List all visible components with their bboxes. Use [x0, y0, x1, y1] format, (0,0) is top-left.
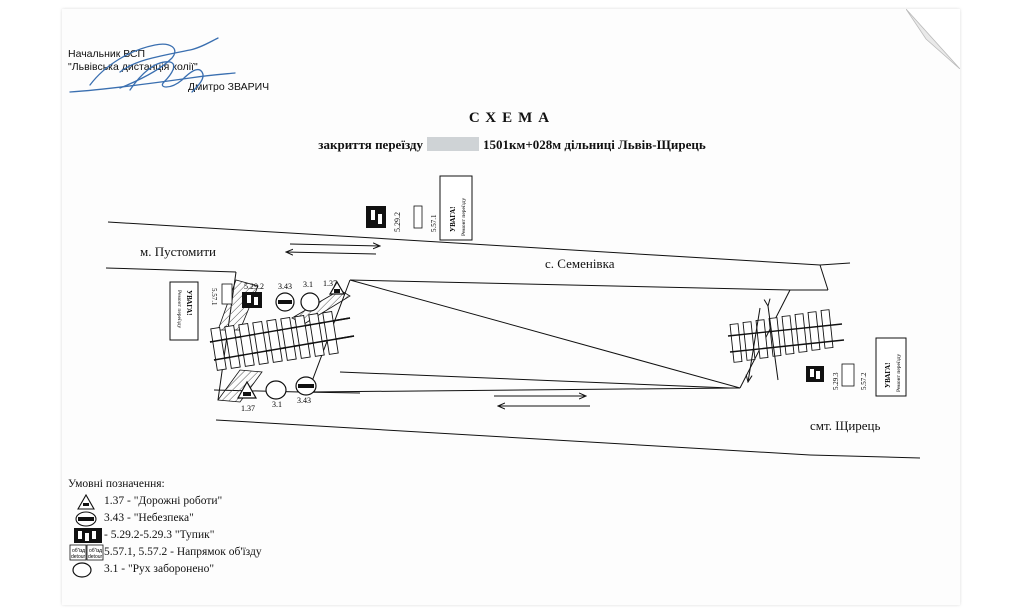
legend-item: 1.37 - "Дорожні роботи" [68, 493, 262, 510]
sign-label-5571: 5.57.1 [430, 214, 438, 232]
approval-position: Начальник ВСП [68, 48, 146, 60]
no-entry-sign-icon [300, 292, 320, 312]
legend: Умовні позначення: 1.37 - "Дорожні робот… [68, 476, 262, 578]
subtitle-prefix: закриття переїзду [318, 137, 424, 152]
legend-text: 3.1 - "Рух заборонено" [104, 563, 215, 575]
road-upper-left [105, 267, 237, 273]
roadworks-sign-icon [328, 280, 346, 295]
sign-label-5292-left: 5.29.2 [244, 282, 264, 291]
page-title: СХЕМА [468, 110, 556, 126]
sign-label-343-bottom: 3.43 [297, 396, 311, 405]
legend-item: - 5.29.2-5.29.3 "Тупик" [68, 527, 262, 544]
warning-text-right: Ремонт переїзду [896, 354, 902, 392]
page-subtitle: закриття переїзду 1501км+028м дільниці Ль… [0, 137, 1024, 153]
warning-board-top [439, 175, 473, 241]
road-edges [105, 221, 921, 459]
sign-label-137-top: 1.37 [323, 279, 337, 288]
document-sheet [62, 9, 960, 605]
folded-corner [906, 9, 960, 69]
dead-end-sign-icon [74, 528, 102, 543]
sign-label-31-top: 3.1 [303, 280, 313, 289]
approval-name: Дмитро ЗВАРИЧ [188, 81, 270, 93]
top-sign-group: 5.29.2 5.57.1 УВАГА! Ремонт переїзду [366, 175, 473, 241]
traffic-arrows [286, 244, 590, 406]
railway-track-left [209, 310, 355, 371]
svg-text:об'їзд: об'їзд [89, 548, 102, 554]
signature-image [69, 37, 236, 93]
danger-sign-icon [75, 511, 97, 527]
sign-label-137-bottom: 1.37 [241, 404, 255, 413]
roadworks-sign-icon [77, 493, 95, 510]
legend-item: 3.43 - "Небезпека" [68, 510, 262, 527]
sign-label-5571-left: 5.57.1 [210, 288, 218, 306]
svg-text:об'їзд: об'їзд [72, 548, 85, 554]
dead-end-sign-icon [366, 206, 386, 228]
road-inner-lower [339, 371, 731, 389]
road-top-edge [107, 221, 821, 266]
svg-text:detour: detour [88, 554, 103, 560]
left-sign-group: УВАГА! Ремонт переїзду 5.57.1 5.29.2 3.4… [169, 279, 346, 341]
legend-header: Умовні позначення: [68, 478, 165, 490]
closure-zone-left-bottom [217, 369, 263, 403]
warning-title-right: УВАГА! [884, 363, 892, 389]
lower-sign-group: 1.37 3.1 3.43 [236, 376, 317, 413]
detour-sign-icon [221, 283, 233, 305]
legend-text: 5.57.1, 5.57.2 - Напрямок об'їзду [104, 546, 262, 558]
sign-label-31-bottom: 3.1 [272, 400, 282, 409]
legend-text: 3.43 - "Небезпека" [104, 512, 194, 524]
label-semenivka: с. Семенівка [545, 256, 615, 271]
detour-sign-icon: об'їзд detour об'їзд detour [69, 544, 104, 561]
svg-text:detour: detour [71, 554, 86, 560]
legend-item: об'їзд detour об'їзд detour 5.57.1, 5.57… [68, 544, 262, 561]
sign-label-5572: 5.57.2 [860, 372, 868, 390]
warning-board-right [875, 337, 907, 397]
label-shchyrets: смт. Щирець [810, 418, 881, 433]
legend-item: 3.1 - "Рух заборонено" [68, 561, 262, 578]
detour-sign-icon [841, 363, 855, 387]
roadworks-sign-icon [236, 380, 258, 399]
warning-title-left: УВАГА! [185, 290, 193, 316]
sign-label-5292: 5.29.2 [393, 212, 402, 232]
dead-end-sign-icon [242, 292, 262, 308]
detour-sign-icon [413, 205, 423, 229]
subtitle-suffix: 1501км+028м дільниці Львів-Щирець [483, 137, 706, 152]
warning-board-left [169, 281, 199, 341]
redacted-block [427, 137, 480, 151]
sign-label-5293: 5.29.3 [832, 372, 840, 390]
label-pustomyty: м. Пустомити [140, 244, 216, 259]
right-sign-group: 5.29.3 5.57.2 УВАГА! Ремонт переїзду [806, 337, 907, 397]
no-entry-sign-icon [265, 380, 287, 400]
railway-track-right [727, 306, 845, 382]
legend-text: - 5.29.2-5.29.3 "Тупик" [104, 529, 215, 541]
no-entry-sign-icon [72, 562, 92, 578]
legend-text: 1.37 - "Дорожні роботи" [104, 495, 223, 507]
warning-text-top: Ремонт переїзду [461, 198, 467, 236]
dead-end-sign-icon [806, 366, 824, 382]
sign-label-343-top: 3.43 [278, 282, 292, 291]
road-lower-edge [215, 419, 811, 456]
warning-title-top: УВАГА! [449, 207, 457, 233]
warning-text-left: Ремонт переїзду [176, 290, 182, 328]
